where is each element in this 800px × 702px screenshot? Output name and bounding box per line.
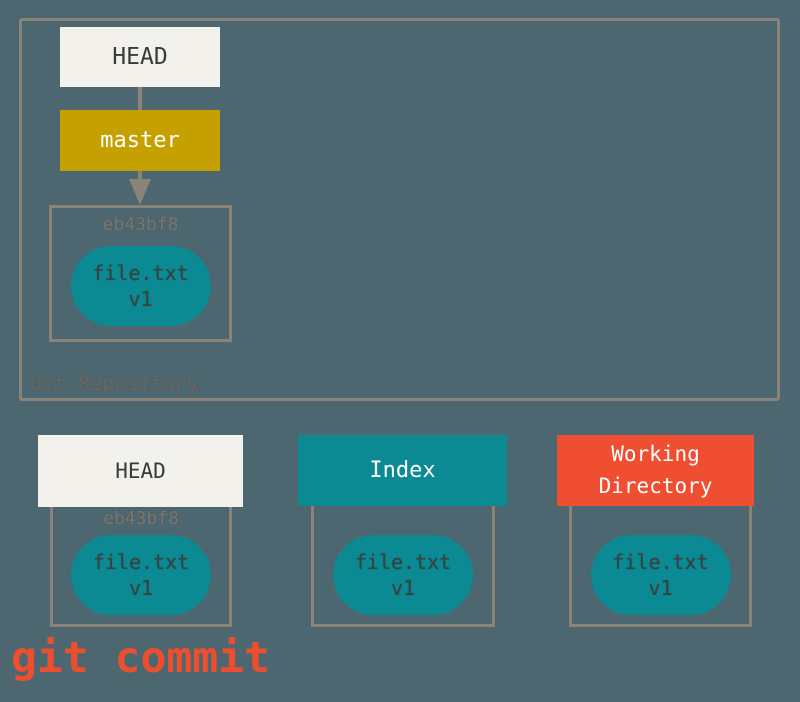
working-directory-title: Working Directory xyxy=(598,442,713,498)
head-area-hash-label: eb43bf8 xyxy=(103,508,179,529)
file-name-label: file.txt xyxy=(354,550,452,574)
head-ref-label: HEAD xyxy=(112,44,168,70)
working-directory-box: file.txt v1 xyxy=(569,467,752,627)
commit-hash-label: eb43bf8 xyxy=(102,214,179,235)
head-to-master-connector xyxy=(138,87,142,111)
file-name-label: file.txt xyxy=(92,261,189,285)
file-version-label: v1 xyxy=(128,576,154,600)
file-blob-pill: file.txt v1 xyxy=(590,535,731,615)
git-commit-command-label: git commit xyxy=(11,633,270,683)
file-version-label: v1 xyxy=(648,576,673,600)
arrow-down-icon xyxy=(129,179,151,205)
master-branch-label: master xyxy=(100,128,180,153)
head-ref-box: HEAD xyxy=(60,27,220,87)
git-repository-container xyxy=(19,18,780,401)
index-area-title: Index xyxy=(369,458,436,483)
file-blob-pill: file.txt v1 xyxy=(333,535,473,615)
file-version-label: v1 xyxy=(390,576,416,600)
index-area-header: Index xyxy=(298,435,507,506)
file-version-label: v1 xyxy=(128,287,153,311)
head-area-header: HEAD xyxy=(38,435,243,507)
head-area-box: eb43bf8 file.txt v1 xyxy=(50,467,232,627)
file-blob-pill: file.txt v1 xyxy=(71,535,211,615)
file-name-label: file.txt xyxy=(612,550,709,574)
file-blob-pill: file.txt v1 xyxy=(70,246,211,326)
file-name-label: file.txt xyxy=(92,550,190,574)
head-area-title: HEAD xyxy=(115,459,166,483)
git-repository-label: Git Repository xyxy=(30,371,199,395)
master-to-commit-connector xyxy=(138,171,142,181)
commit-snapshot-box: eb43bf8 file.txt v1 xyxy=(49,205,232,342)
working-directory-header: Working Directory xyxy=(557,435,754,506)
master-branch-box: master xyxy=(60,110,220,171)
